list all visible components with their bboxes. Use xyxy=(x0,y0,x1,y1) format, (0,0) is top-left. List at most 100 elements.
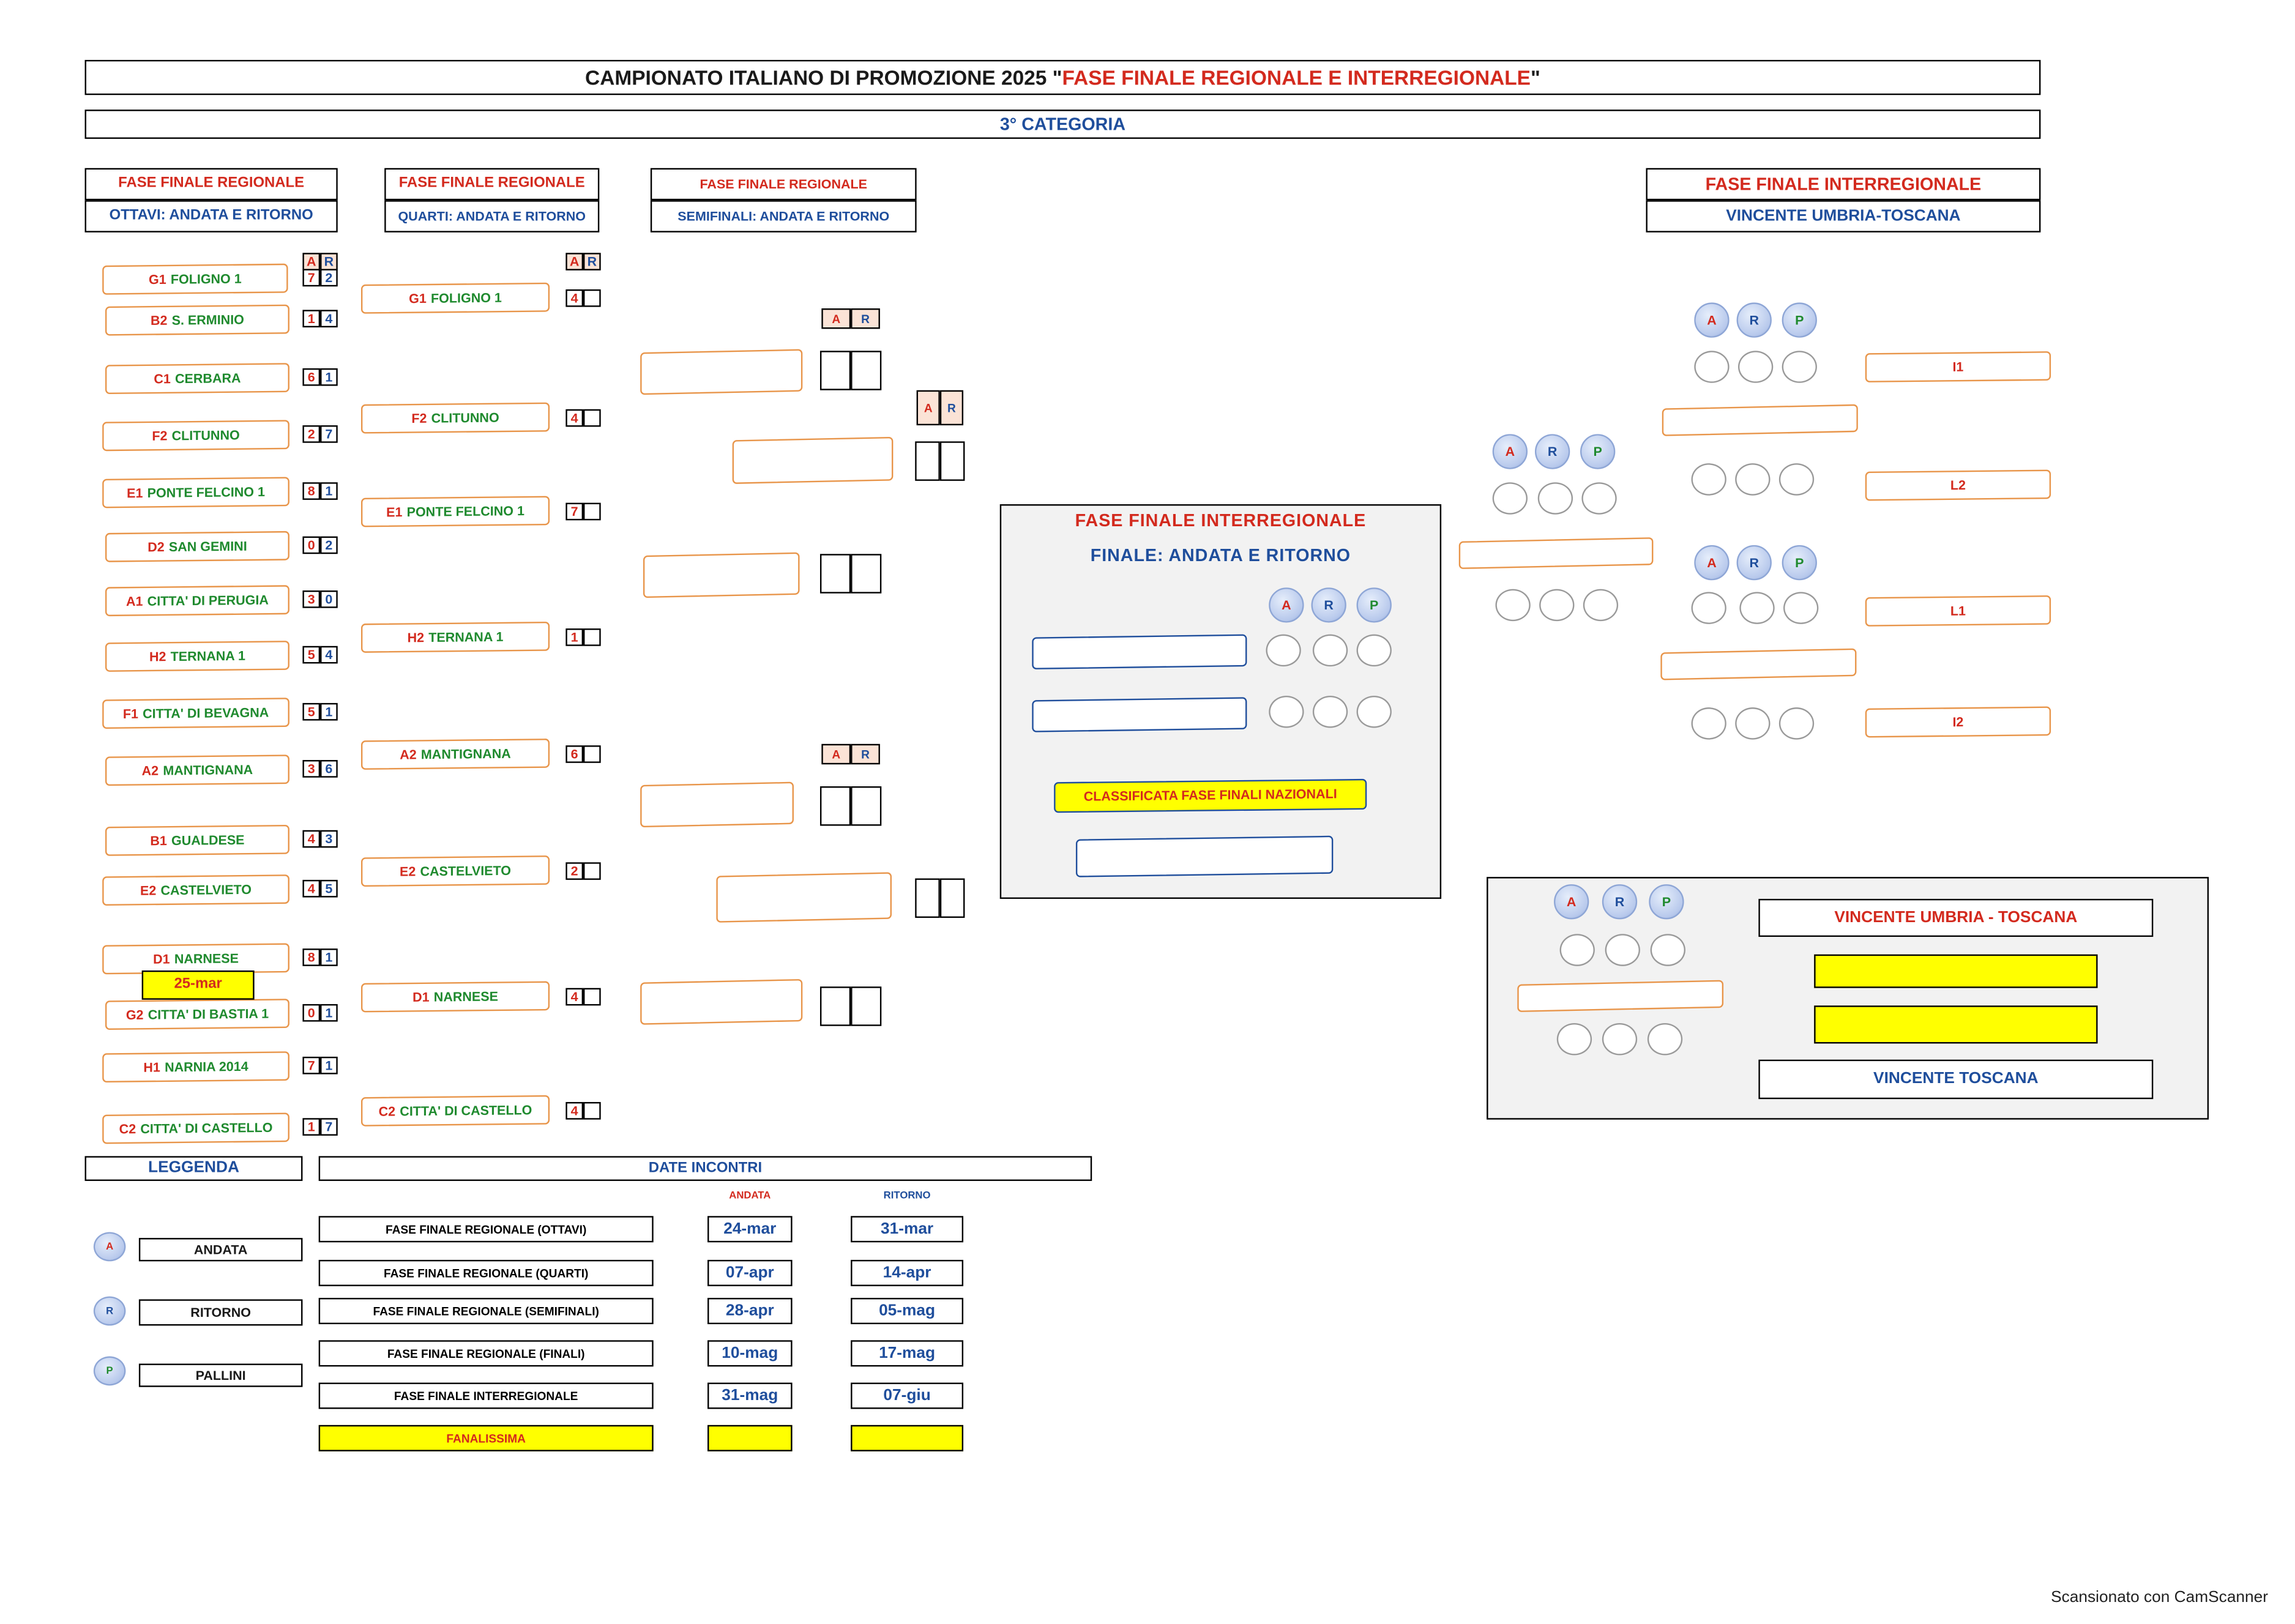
inter2-a-circle-2 xyxy=(1691,707,1726,740)
semi-inter-p-bubble: P xyxy=(1580,434,1616,469)
slot-i2: I2 xyxy=(1865,706,2051,738)
legend-andata-icon: A xyxy=(93,1232,126,1262)
category-header: 3° CATEGORIA xyxy=(84,110,2041,139)
dates-row-andata: 07-apr xyxy=(707,1259,793,1286)
legend-pallini-icon: P xyxy=(93,1356,126,1386)
ottavi-score-andata: 5 xyxy=(302,702,321,721)
ottavi-score-ritorno: 1 xyxy=(320,702,338,721)
ottavi-score-ritorno: 5 xyxy=(320,879,338,898)
semi-inter-r-bubble: R xyxy=(1534,434,1570,469)
legend-ritorno-label: RITORNO xyxy=(138,1299,303,1326)
winner-a-bubble: A xyxy=(1554,884,1589,920)
inter1-a-bubble: A xyxy=(1694,302,1730,338)
quarti-score-andata: 7 xyxy=(565,502,584,521)
page-title: CAMPIONATO ITALIANO DI PROMOZIONE 2025 "… xyxy=(84,59,2041,95)
quarti-score-ritorno xyxy=(583,862,601,880)
inter1-p-bubble: P xyxy=(1782,302,1817,338)
quarti-team: D1 NARNESE xyxy=(360,981,550,1013)
team-code: B1 xyxy=(150,833,167,849)
legend-title: LEGGENDA xyxy=(84,1156,303,1181)
semi-score-1a xyxy=(819,351,851,390)
team-code: G1 xyxy=(409,291,427,306)
ottavi-team: F1 CITTA' DI BEVAGNA xyxy=(102,698,289,729)
quarti-score-andata: 4 xyxy=(565,1101,584,1120)
interregionale-header-line2: VINCENTE UMBRIA-TOSCANA xyxy=(1646,200,2041,233)
ottavi-score-andata: 7 xyxy=(302,269,321,287)
dates-row-ritorno: 14-apr xyxy=(851,1259,964,1286)
quarti-team: G1 FOLIGNO 1 xyxy=(360,282,550,314)
final-score-2a xyxy=(915,878,940,918)
winner-r-bubble: R xyxy=(1602,884,1638,920)
winner-top-label: VINCENTE UMBRIA - TOSCANA xyxy=(1758,898,2154,937)
dates-row-andata: 28-apr xyxy=(707,1298,793,1325)
ottavi-score-andata: 8 xyxy=(302,948,321,966)
ottavi-score-ritorno: 6 xyxy=(320,760,338,778)
ottavi-score-andata: 5 xyxy=(302,646,321,664)
ottavi-score-ritorno: 1 xyxy=(320,482,338,500)
semi-score-4r xyxy=(851,986,882,1026)
inter1-a-circle-2 xyxy=(1691,463,1726,496)
quarti-score-andata: 4 xyxy=(565,409,584,427)
semi-score-3r xyxy=(851,786,882,826)
dates-row-label: FASE FINALE REGIONALE (FINALI) xyxy=(318,1340,654,1367)
team-name: NARNESE xyxy=(174,951,239,967)
winner-r-circle-1 xyxy=(1605,934,1640,966)
team-code: A1 xyxy=(126,594,143,609)
slot-l1: L1 xyxy=(1865,595,2051,627)
ottavi-score-ritorno: 4 xyxy=(320,646,338,664)
ottavi-score-andata: 3 xyxy=(302,760,321,778)
quarti-score-ritorno xyxy=(583,502,601,521)
team-code: H1 xyxy=(143,1060,160,1075)
dates-andata-header: ANDATA xyxy=(729,1191,771,1202)
semifinali-header-line1: FASE FINALE REGIONALE xyxy=(650,168,917,201)
semi-inter-a-circle-2 xyxy=(1495,589,1531,622)
ottavi-team: F2 CLITUNNO xyxy=(102,420,289,452)
team-name: CITTA' DI PERUGIA xyxy=(147,592,269,609)
semi1-r-header: R xyxy=(851,308,880,329)
dates-row-ritorno: 05-mag xyxy=(851,1298,964,1325)
dates-row-ritorno: 31-mar xyxy=(851,1216,964,1243)
ottavi-team: E2 CASTELVIETO xyxy=(102,874,289,906)
team-code: A2 xyxy=(141,763,159,778)
ottavi-score-andata: 0 xyxy=(302,536,321,554)
semi3-a-header: A xyxy=(821,743,851,765)
ottavi-score-ritorno: 1 xyxy=(320,948,338,966)
team-name: CITTA' DI BEVAGNA xyxy=(143,705,269,721)
quarti-score-andata: 4 xyxy=(565,988,584,1006)
dates-row-label: FASE FINALE REGIONALE (OTTAVI) xyxy=(318,1216,654,1243)
inter1-r-circle-2 xyxy=(1735,463,1771,496)
ottavi-score-ritorno: 2 xyxy=(320,536,338,554)
inter1-r-bubble: R xyxy=(1736,302,1772,338)
dates-row-ritorno xyxy=(851,1425,964,1451)
final-panel-subtitle: FINALE: ANDATA E RITORNO xyxy=(1090,545,1351,566)
final1-r-header: R xyxy=(939,390,964,426)
postponed-note: 25-mar xyxy=(141,970,255,1000)
inter1-p-circle-2 xyxy=(1778,463,1815,496)
finalist1-a-circle xyxy=(1266,634,1301,667)
semi-inter-r-circle-1 xyxy=(1537,482,1573,515)
ottavi-score-andata: 3 xyxy=(302,590,321,608)
ottavi-team: B1 GUALDESE xyxy=(105,824,289,856)
ottavi-score-andata: 8 xyxy=(302,482,321,500)
title-part-1: CAMPIONATO ITALIANO DI PROMOZIONE 2025 " xyxy=(585,65,1062,89)
legend-ritorno-icon: R xyxy=(93,1296,126,1326)
semi-inter-p-circle-2 xyxy=(1583,589,1619,622)
dates-row-label: FASE FINALE REGIONALE (QUARTI) xyxy=(318,1259,654,1286)
team-code: F2 xyxy=(411,411,427,426)
qualified-label: CLASSIFICATA FASE FINALI NAZIONALI xyxy=(1054,778,1367,813)
inter2-r-circle-2 xyxy=(1735,707,1771,740)
ottavi-score-ritorno: 7 xyxy=(320,1118,338,1136)
slot-l2-label: L2 xyxy=(1950,477,1966,493)
semi-inter-slot xyxy=(1458,537,1654,570)
dates-row-andata xyxy=(707,1425,793,1451)
quarti-score-andata: 6 xyxy=(565,745,584,763)
team-name: TERNANA 1 xyxy=(170,648,245,664)
winner-p-circle-1 xyxy=(1650,934,1685,966)
dates-row-andata: 24-mar xyxy=(707,1216,793,1243)
ottavi-score-ritorno: 1 xyxy=(320,368,338,386)
quarti-header-line2: QUARTI: ANDATA E RITORNO xyxy=(384,200,600,233)
winner-panel: A R P VINCENTE UMBRIA - TOSCANA VINCENTE… xyxy=(1487,877,2209,1120)
dates-row-label: FASE FINALE INTERREGIONALE xyxy=(318,1382,654,1409)
semi-score-2a xyxy=(819,554,851,594)
ottavi-score-andata: 7 xyxy=(302,1056,321,1075)
